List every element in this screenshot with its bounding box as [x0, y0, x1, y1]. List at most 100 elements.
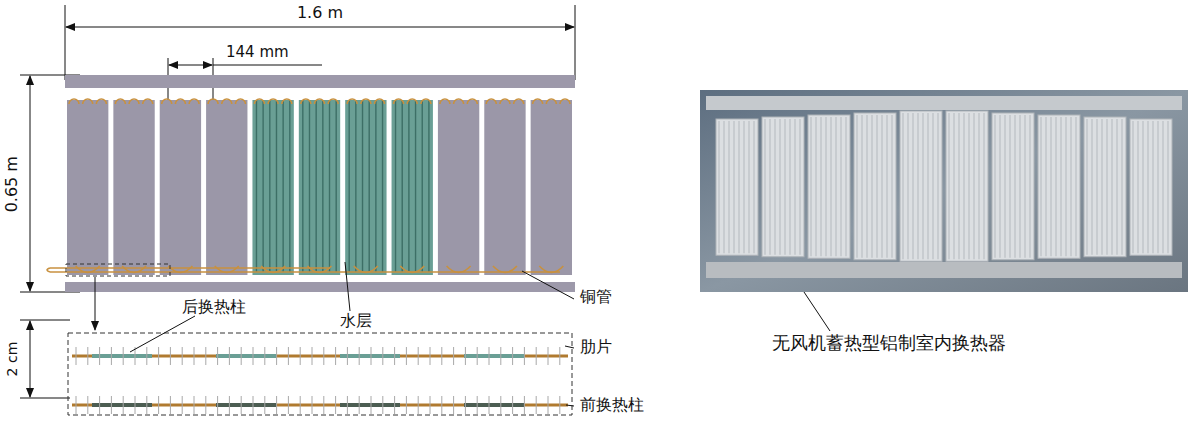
copper-tubes: [47, 99, 570, 273]
photo-fin: [811, 117, 812, 256]
tube-loop: [454, 99, 464, 104]
photo-fin: [969, 113, 970, 259]
photo-fin: [1158, 121, 1159, 253]
fin: [524, 396, 525, 414]
water-layer: [340, 354, 400, 358]
photo-fin: [913, 113, 914, 259]
tube-loop: [533, 99, 543, 104]
water-layer: [216, 354, 276, 358]
fin: [347, 347, 348, 365]
fin: [111, 347, 112, 365]
fin: [359, 347, 360, 365]
label: 前换热柱: [580, 396, 644, 414]
label: 144 mm: [226, 44, 289, 61]
top-bar: [65, 75, 575, 88]
photo-fin: [729, 121, 730, 253]
photo-fin: [872, 115, 873, 258]
fin: [205, 396, 206, 414]
fin: [87, 396, 88, 414]
photo-fin: [724, 121, 725, 253]
tube-loop: [69, 99, 79, 104]
photo-fin: [790, 119, 791, 255]
tube-loop: [407, 99, 417, 104]
inner-tube: [355, 100, 356, 272]
fin: [76, 347, 77, 365]
fin: [158, 347, 159, 365]
water-layer: [464, 403, 524, 407]
tube-loop: [83, 99, 93, 104]
fin: [182, 347, 183, 365]
photo-fin: [1133, 121, 1134, 253]
photo-fin: [744, 121, 745, 253]
inner-tube: [395, 100, 396, 272]
photo-fin: [1041, 117, 1042, 256]
photo-fin: [749, 121, 750, 253]
photo-background: [700, 90, 1188, 292]
fin: [441, 347, 442, 365]
fin: [335, 396, 336, 414]
fin: [347, 396, 348, 414]
inner-tube: [415, 100, 416, 272]
fin: [406, 347, 407, 365]
fin: [146, 396, 147, 414]
label: 后换热柱: [182, 298, 246, 316]
detail-arrow: [95, 277, 96, 330]
inner-tube: [282, 100, 283, 272]
tube-loop: [500, 99, 510, 104]
photo-fin: [1092, 119, 1093, 255]
photo-fin: [928, 113, 929, 259]
photo-panel: [854, 113, 896, 260]
photo-fin: [841, 117, 842, 256]
tube-loop: [375, 99, 385, 104]
heat-column: [392, 100, 433, 275]
photo-fin: [923, 113, 924, 259]
photo-panel: [946, 111, 988, 261]
photo-fin: [846, 117, 847, 256]
label: 0.65 m: [3, 156, 21, 212]
fin: [382, 347, 383, 365]
detail-mark: [66, 264, 170, 276]
photo-panel: [992, 113, 1034, 260]
heat-column: [438, 100, 479, 275]
fin: [241, 347, 242, 365]
photo-exchanger: [706, 96, 1182, 278]
fin: [76, 396, 77, 414]
tube-loop: [315, 99, 325, 104]
inner-tube: [428, 100, 429, 272]
fin: [536, 396, 537, 414]
inner-tube: [289, 100, 290, 272]
photo-panel: [1130, 119, 1172, 255]
fin: [453, 396, 454, 414]
photo-fin: [1071, 117, 1072, 256]
photo-fin: [1107, 119, 1108, 255]
fin: [123, 396, 124, 414]
fin: [335, 347, 336, 365]
fin: [453, 347, 454, 365]
label: 肋片: [580, 338, 612, 356]
photo-fin: [984, 113, 985, 259]
photo-fin: [1076, 117, 1077, 256]
fin: [205, 347, 206, 365]
photo-fin: [1051, 117, 1052, 256]
fin: [548, 347, 549, 365]
fin: [512, 347, 513, 365]
fin: [323, 396, 324, 414]
inner-tube: [309, 100, 310, 272]
fin: [430, 396, 431, 414]
heat-column: [206, 100, 247, 275]
photo-fin: [754, 121, 755, 253]
fin: [559, 396, 560, 414]
fin: [135, 396, 136, 414]
tube-loop: [486, 99, 496, 104]
inner-tube: [322, 100, 323, 272]
tube-loop: [96, 99, 106, 104]
photo-fin: [780, 119, 781, 255]
photo-fin: [1025, 115, 1026, 258]
label: 无风机蓄热型铝制室内换热器: [772, 333, 1006, 354]
fin: [300, 396, 301, 414]
photo-fin: [765, 119, 766, 255]
fin: [371, 347, 372, 365]
fin: [359, 396, 360, 414]
tube-loop: [361, 99, 371, 104]
fin: [524, 347, 525, 365]
